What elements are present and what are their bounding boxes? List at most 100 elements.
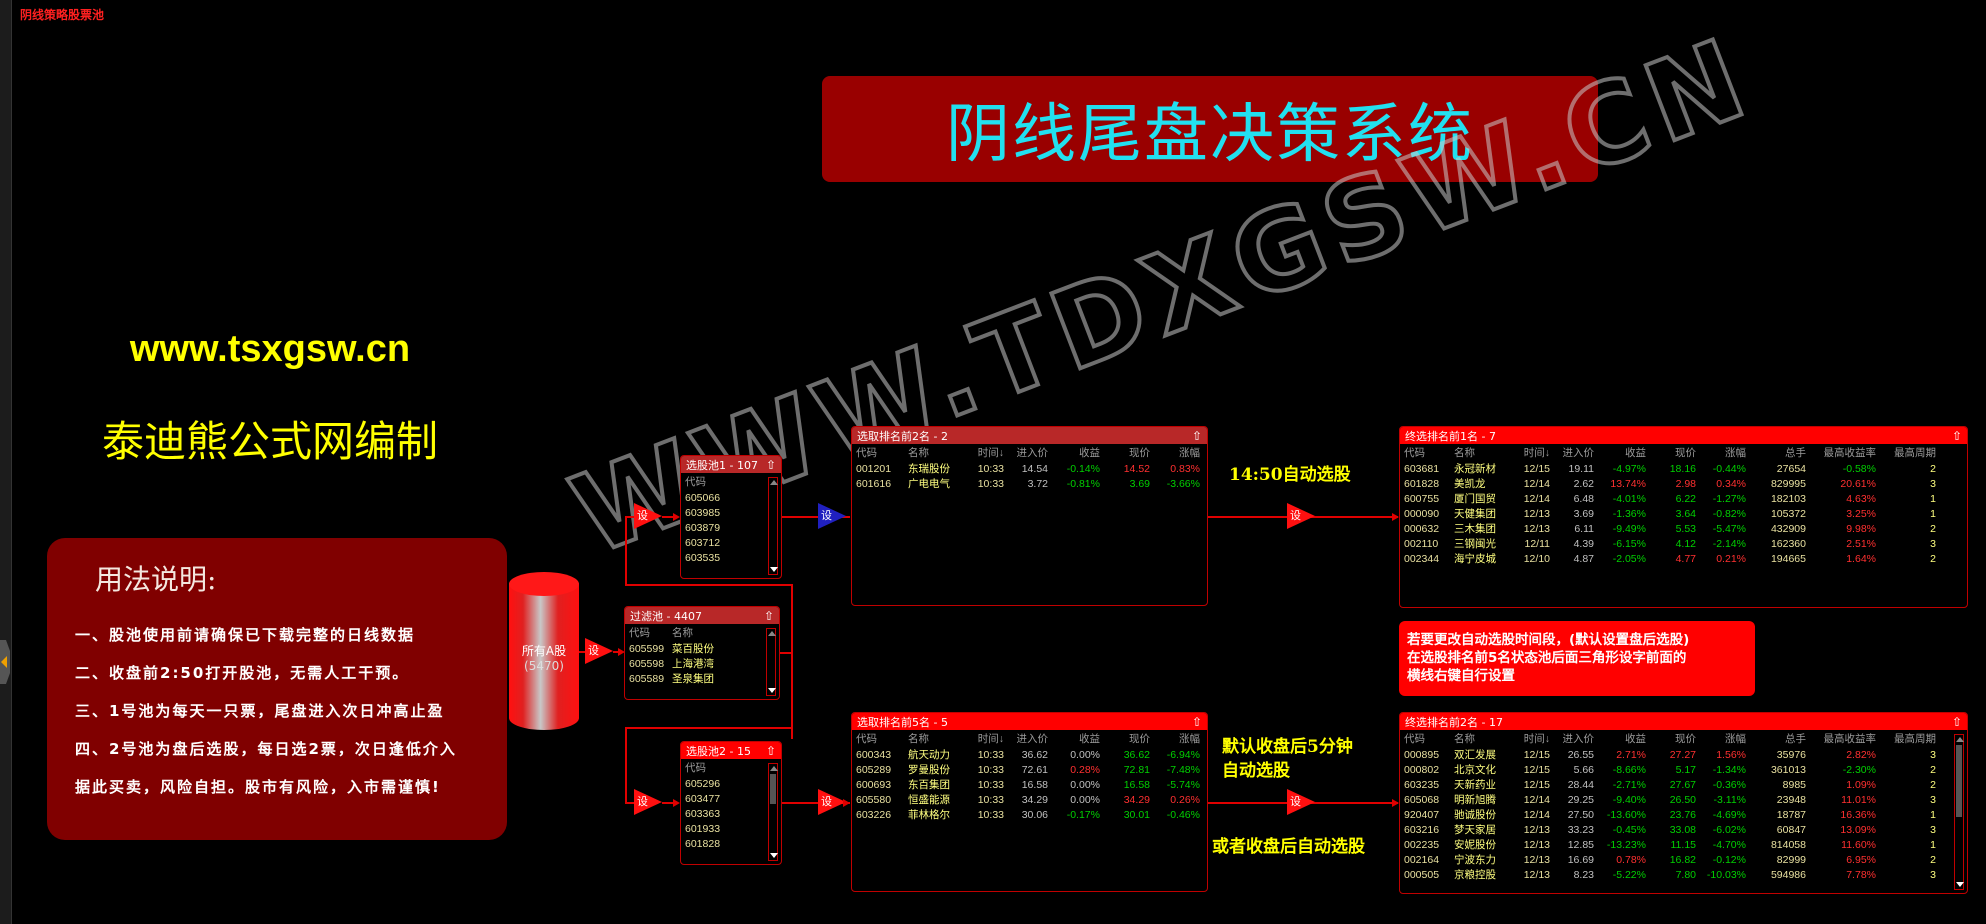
window-title: 阴线策略股票池 xyxy=(20,8,105,22)
settings-notice: 若要更改自动选股时间段，(默认设置盘后选股) 在选股排名前5名状态池后面三角形设… xyxy=(1399,621,1755,696)
source-count: (5470) xyxy=(524,659,564,673)
source-label: 所有A股 xyxy=(521,644,567,658)
usage-line: 三、1号池为每天一只票，尾盘进入次日冲高止盈 xyxy=(75,702,445,720)
author-text: 泰迪熊公式网编制 xyxy=(101,417,438,466)
pool1-panel[interactable]: 选股池1 - 107 ⇧ 代码 605066 603985 603879 6037… xyxy=(680,455,782,579)
panel-title: 选股池1 - 107 xyxy=(686,458,758,472)
table-row[interactable]: 601828 xyxy=(685,837,721,850)
vertical-scrollbar[interactable] xyxy=(768,763,778,861)
panel-title: 选取排名前5名 - 5 xyxy=(857,715,948,729)
pool1-table: 代码 605066 603985 603879 603712 603535 xyxy=(681,473,724,565)
table-row[interactable]: 601933 xyxy=(685,822,721,835)
rank-top5-panel[interactable]: 选取排名前5名 - 5 ⇧ 代码 名称 时间↓ 进入价 收益 现价 涨幅 6003… xyxy=(851,712,1208,892)
final-top2-table: 代码 名称 时间↓ 进入价 收益 现价 涨幅 总手 最高收益率 最高周期 000… xyxy=(1400,730,1940,882)
set-trigger-pool1[interactable]: 设 xyxy=(634,503,662,529)
final-top1-panel[interactable]: 终选排名前1名 - 7 ⇧ 代码 名称 时间↓ 进入价 收益 现价 涨幅 总手 最… xyxy=(1399,426,1968,608)
set-trigger-pool2[interactable]: 设 xyxy=(634,789,662,815)
final-top1-table: 代码 名称 时间↓ 进入价 收益 现价 涨幅 总手 最高收益率 最高周期 603… xyxy=(1400,444,1940,566)
collapse-icon[interactable]: ⇧ xyxy=(765,457,776,472)
scroll-up-icon[interactable] xyxy=(768,631,776,636)
usage-line: 一、股池使用前请确保已下载完整的日线数据 xyxy=(75,626,416,644)
usage-line: 四、2号池为盘后选股，每日选2票，次日逢低介入 xyxy=(75,740,457,758)
table-row[interactable]: 603985 xyxy=(685,506,721,519)
vertical-scrollbar[interactable] xyxy=(768,477,778,575)
all-a-shares-source[interactable]: 所有A股 (5470) xyxy=(509,572,579,730)
chevron-left-icon xyxy=(1,656,7,668)
table-row[interactable]: 603363 xyxy=(685,807,721,820)
vertical-scrollbar[interactable] xyxy=(1954,734,1964,890)
scroll-down-icon[interactable] xyxy=(770,567,778,572)
collapse-icon[interactable]: ⇧ xyxy=(765,743,776,758)
table-row[interactable]: 603477 xyxy=(685,792,721,805)
set-trigger-final2[interactable]: 设 xyxy=(1287,789,1315,815)
set-trigger-final1[interactable]: 设 xyxy=(1287,503,1315,529)
table-row[interactable]: 603712 xyxy=(685,536,721,549)
usage-heading: 用法说明: xyxy=(95,563,217,596)
usage-instructions-panel: 用法说明: 一、股池使用前请确保已下载完整的日线数据 二、收盘前2:50打开股池… xyxy=(47,538,507,840)
table-row[interactable]: 605296 xyxy=(685,777,721,790)
collapse-icon[interactable]: ⇧ xyxy=(763,608,774,623)
vertical-scrollbar[interactable] xyxy=(766,628,776,696)
title-banner: 阴线尾盘决策系统 xyxy=(822,76,1598,182)
pool2-panel[interactable]: 选股池2 - 15 ⇧ 代码 605296 603477 603363 60193… xyxy=(680,741,782,865)
panel-title: 选股池2 - 15 xyxy=(686,744,751,758)
panel-title: 过滤池 - 4407 xyxy=(630,609,702,623)
rank-top2-panel[interactable]: 选取排名前2名 - 2⇧ 代码 名称 时间↓ 进入价 收益 现价 涨幅 0012… xyxy=(851,426,1208,606)
collapse-icon[interactable]: ⇧ xyxy=(1951,428,1962,443)
panel-title: 终选排名前2名 - 17 xyxy=(1405,715,1503,729)
usage-line: 二、收盘前2:50打开股池，无需人工干预。 xyxy=(75,664,410,682)
default-after-close-label-2: 自动选股 xyxy=(1222,761,1290,781)
collapse-icon[interactable]: ⇧ xyxy=(1191,428,1202,443)
scroll-up-icon[interactable] xyxy=(770,480,778,485)
set-trigger-rank2[interactable]: 设 xyxy=(818,503,846,529)
final-top2-panel[interactable]: 终选排名前2名 - 17 ⇧ 代码 名称 时间↓ 进入价 收益 现价 涨幅 总手 … xyxy=(1399,712,1968,894)
usage-line: 据此买卖，风险自担。股市有风险，入市需谨慎! xyxy=(75,778,441,796)
scroll-down-icon[interactable] xyxy=(770,853,778,858)
scroll-down-icon[interactable] xyxy=(768,688,776,693)
collapse-icon[interactable]: ⇧ xyxy=(1191,714,1202,729)
pool2-table: 代码 605296 603477 603363 601933 601828 xyxy=(681,759,724,851)
set-trigger-filter[interactable]: 设 xyxy=(585,638,613,664)
scroll-up-icon[interactable] xyxy=(1956,737,1964,742)
scroll-up-icon[interactable] xyxy=(770,766,778,771)
scroll-down-icon[interactable] xyxy=(1956,882,1964,887)
set-trigger-rank5[interactable]: 设 xyxy=(818,789,846,815)
table-row[interactable]: 603879 xyxy=(685,521,721,534)
dock-expand-handle[interactable] xyxy=(0,640,10,684)
collapse-icon[interactable]: ⇧ xyxy=(1951,714,1962,729)
panel-title: 终选排名前1名 - 7 xyxy=(1405,429,1496,443)
table-row[interactable]: 603535 xyxy=(685,551,721,564)
table-row[interactable]: 605066 xyxy=(685,491,721,504)
auto-1450-label: 14:50自动选股 xyxy=(1229,465,1351,485)
or-after-close-label: 或者收盘后自动选股 xyxy=(1212,837,1365,857)
